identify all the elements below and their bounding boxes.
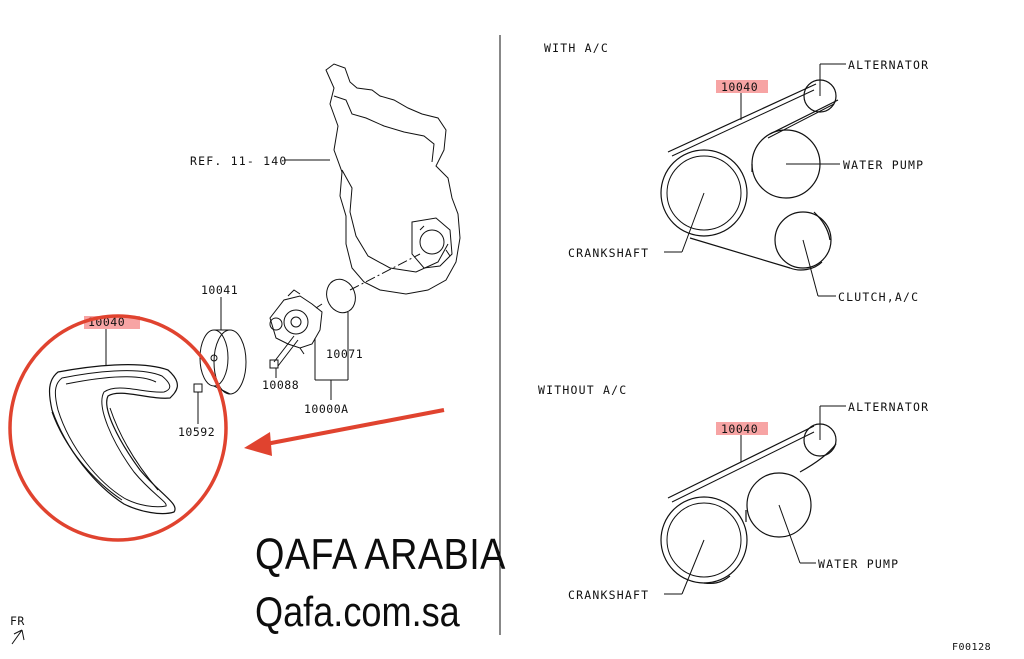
with-ac-belt-routing (660, 79, 839, 271)
front-marker-label: FR (10, 614, 25, 628)
part-10088-label: 10088 (262, 378, 299, 392)
watermark-url: Qafa.com.sa (255, 588, 460, 635)
without-ac-water-pump-label: WATER PUMP (818, 557, 899, 571)
water-pump (269, 289, 323, 355)
figure-code: F00128 (952, 642, 991, 653)
small-bolt (193, 383, 203, 410)
pulley (199, 329, 247, 395)
highlight-circle (8, 314, 228, 542)
with-ac-alternator-label: ALTERNATOR (848, 58, 929, 72)
with-ac-heading: WITH A/C (544, 41, 609, 55)
without-ac-belt-highlight (716, 422, 768, 435)
part-10041-label: 10041 (201, 283, 238, 297)
watermark-name: QAFA ARABIA (255, 530, 506, 579)
alignment-line (349, 253, 421, 291)
red-arrow (244, 408, 445, 456)
with-ac-clutch-label: CLUTCH,A/C (838, 290, 919, 304)
part-10000A-label: 10000A (304, 402, 349, 416)
with-ac-belt-highlight (716, 80, 768, 93)
without-ac-alternator-label: ALTERNATOR (848, 400, 929, 414)
ribbed-belt (48, 364, 178, 515)
gasket (326, 278, 356, 314)
with-ac-crankshaft-label: CRANKSHAFT (568, 246, 649, 260)
without-ac-belt-routing (660, 423, 837, 585)
without-ac-heading: WITHOUT A/C (538, 383, 627, 397)
front-arrow-icon (11, 629, 25, 645)
without-ac-crankshaft-label: CRANKSHAFT (568, 588, 649, 602)
bolt (273, 335, 299, 367)
engine-timing-cover (325, 63, 461, 295)
part-10592-label: 10592 (178, 425, 215, 439)
ref-label: REF. 11- 140 (190, 154, 287, 168)
without-ac-belt-label: 10040 (721, 422, 758, 436)
with-ac-belt-label: 10040 (721, 80, 758, 94)
part-10071-label: 10071 (326, 347, 363, 361)
with-ac-water-pump-label: WATER PUMP (843, 158, 924, 172)
